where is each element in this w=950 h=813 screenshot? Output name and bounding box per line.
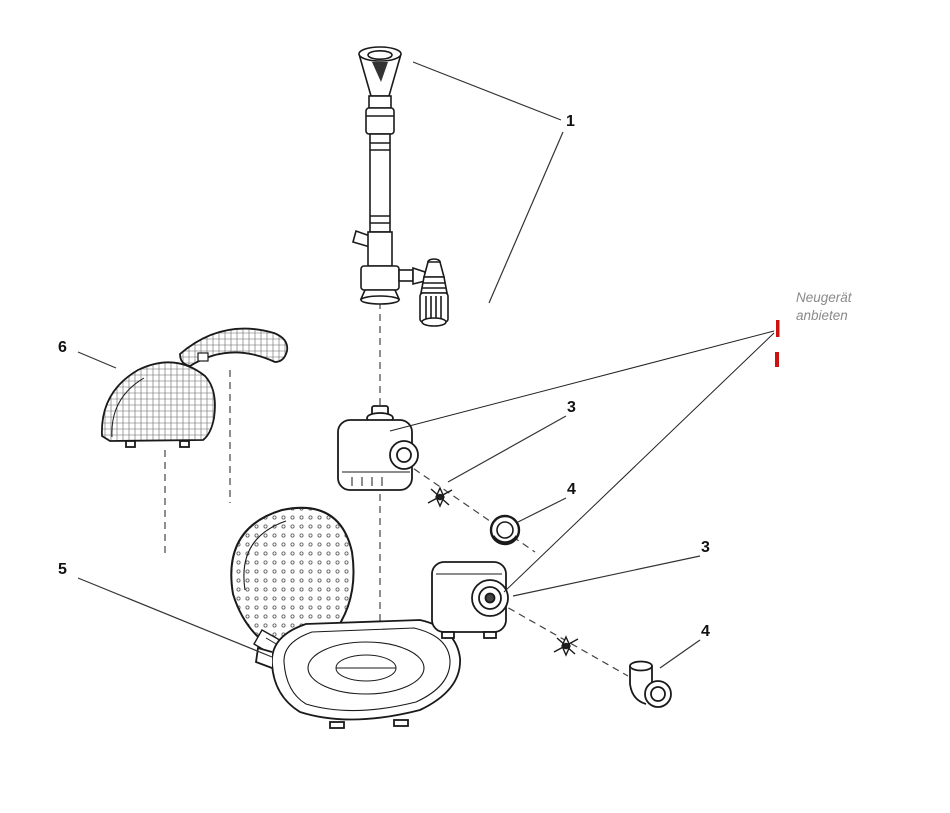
annotation-line-1: Neugerät <box>796 290 852 305</box>
nozzle-adapter <box>419 258 449 327</box>
fountain-nozzle-assembly <box>352 46 426 305</box>
part-label-4-upper: 4 <box>567 481 576 498</box>
redaction-marks <box>775 320 780 367</box>
annotation-note: Neugerät anbieten <box>796 289 906 325</box>
pump-unit-upper <box>337 405 419 491</box>
pump-unit-lower <box>431 561 509 639</box>
elbow-fitting-lower <box>629 660 672 708</box>
impeller-upper <box>427 486 453 508</box>
part-label-6: 6 <box>58 339 67 356</box>
annotation-line-2: anbieten <box>796 308 848 323</box>
cover-half-right <box>179 327 289 367</box>
base-shell <box>255 619 461 729</box>
connector-ring-upper <box>489 514 521 546</box>
part-label-1: 1 <box>566 113 575 130</box>
part-label-3-upper: 3 <box>567 399 576 416</box>
part-label-5: 5 <box>58 561 67 578</box>
redaction-mark-top <box>776 320 780 337</box>
impeller-lower <box>553 635 579 657</box>
leader-lines <box>77 61 701 669</box>
redaction-mark-bottom <box>775 352 779 367</box>
part-label-3-lower: 3 <box>701 539 710 556</box>
part-label-4-lower: 4 <box>701 623 710 640</box>
cover-half-left <box>101 361 216 448</box>
annotation-leader-lines <box>389 330 775 593</box>
